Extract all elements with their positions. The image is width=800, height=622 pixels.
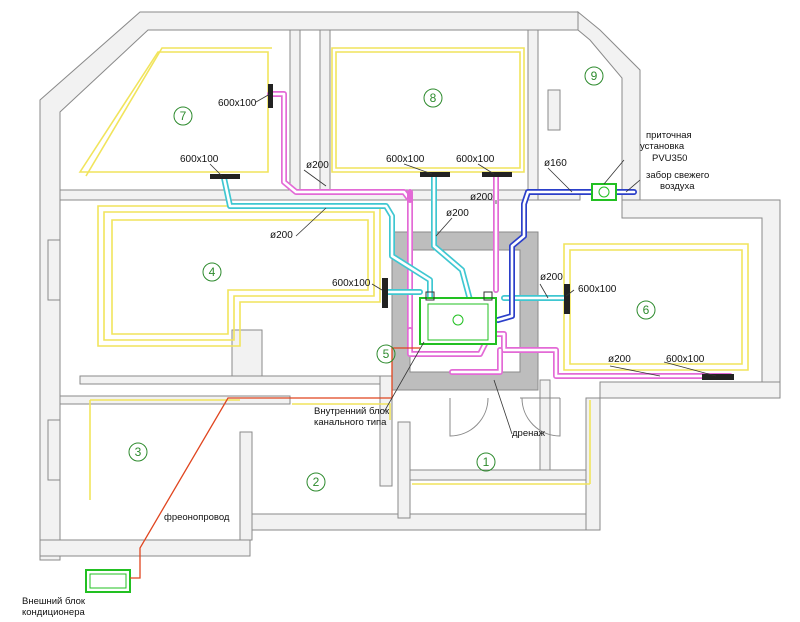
outdoor-unit-label-1: Внешний блок (22, 596, 86, 607)
diameter-label-160: ø160 (544, 158, 567, 169)
room-numbers: 7 8 9 4 5 6 3 2 1 (128, 66, 656, 492)
diameter-label-2: ø200 (270, 230, 293, 241)
grille-label-room6: 600x100 (578, 284, 617, 295)
outdoor-unit (85, 569, 131, 593)
room-number-7: 7 (180, 109, 187, 123)
grille-label-room4: 600x100 (332, 278, 371, 289)
supply-unit-label-1: приточная (646, 130, 692, 141)
freon-pipe (130, 347, 420, 579)
indoor-unit-label-2: канального типа (314, 417, 387, 428)
fresh-air-label-2: воздуха (660, 181, 695, 192)
freon-line-label: фреонопровод (164, 512, 230, 523)
diameter-label-4: ø200 (470, 192, 493, 203)
diameter-label-3: ø200 (446, 208, 469, 219)
room-number-8: 8 (430, 91, 437, 105)
room-number-5: 5 (383, 347, 390, 361)
supply-unit-label-3: PVU350 (652, 153, 687, 164)
diameter-label-1: ø200 (306, 160, 329, 171)
room-number-6: 6 (643, 303, 650, 317)
supply-unit-label-2: установка (640, 141, 685, 152)
return-ducts (221, 173, 569, 303)
room-number-1: 1 (483, 455, 490, 469)
room-number-2: 2 (313, 475, 320, 489)
outdoor-unit-label-2: кондиционера (22, 607, 85, 618)
fresh-air-label-1: забор свежего (646, 170, 709, 181)
diameter-label-6: ø200 (608, 354, 631, 365)
diameter-label-5: ø200 (540, 272, 563, 283)
drain-label: дренаж (512, 428, 546, 439)
supply-ducts (267, 91, 733, 379)
grille-label-room6-bottom: 600x100 (666, 354, 705, 365)
grilles (210, 84, 734, 380)
room-number-4: 4 (209, 265, 216, 279)
grille-label-room8-left: 600x100 (386, 154, 425, 165)
indoor-unit-label-1: Внутренний блок (314, 406, 390, 417)
supply-unit-pvu350 (591, 183, 617, 201)
room-number-3: 3 (135, 445, 142, 459)
room-number-9: 9 (591, 69, 598, 83)
grille-label-room8-right: 600x100 (456, 154, 495, 165)
indoor-unit (419, 291, 497, 345)
ceiling-outlines (78, 47, 749, 500)
leader-lines (209, 93, 717, 435)
fresh-air-duct (495, 189, 637, 323)
annotations: 600x100 600x100 600x100 600x100 600x100 … (22, 98, 709, 618)
grille-label-room7-top: 600x100 (218, 98, 257, 109)
grille-label-room7-bottom: 600x100 (180, 154, 219, 165)
